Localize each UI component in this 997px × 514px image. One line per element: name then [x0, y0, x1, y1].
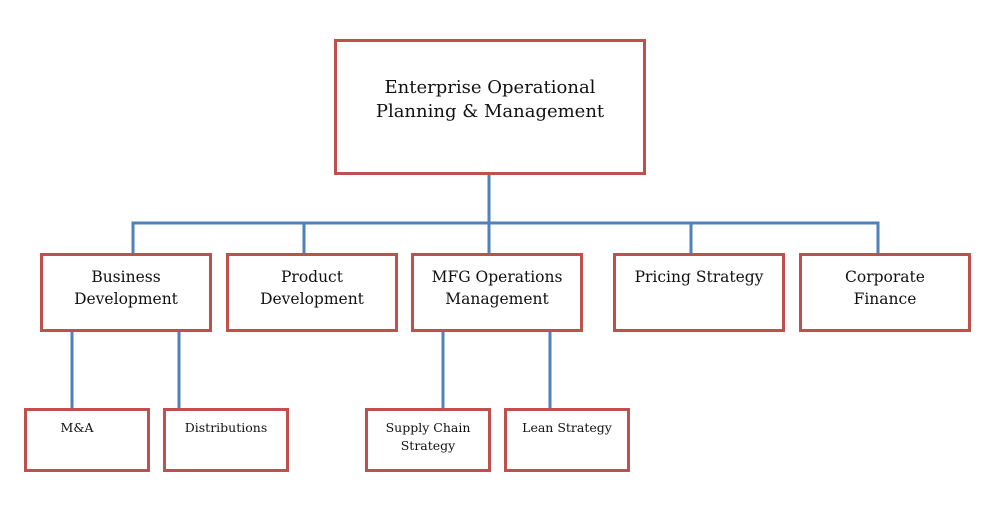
node-label: M&A	[60, 420, 94, 435]
node-lean-strategy: Lean Strategy	[504, 408, 630, 472]
node-corporate-finance: Corporate Finance	[799, 253, 971, 332]
node-label: Supply Chain Strategy	[385, 420, 471, 453]
node-label: Distributions	[184, 420, 268, 435]
node-label: Lean Strategy	[522, 420, 612, 435]
node-label: Enterprise Operational Planning & Manage…	[375, 77, 605, 122]
node-pricing-strategy: Pricing Strategy	[613, 253, 785, 332]
node-business-development: Business Development	[40, 253, 212, 332]
node-supply-chain-strategy: Supply Chain Strategy	[365, 408, 491, 472]
node-label: MFG Operations Management	[431, 268, 563, 308]
node-label: Pricing Strategy	[634, 268, 764, 286]
node-product-development: Product Development	[226, 253, 398, 332]
node-mfg-operations-management: MFG Operations Management	[411, 253, 583, 332]
node-label: Business Development	[74, 268, 178, 308]
node-label: Product Development	[260, 268, 364, 308]
node-enterprise-operational-planning: Enterprise Operational Planning & Manage…	[334, 39, 646, 175]
node-distributions: Distributions	[163, 408, 289, 472]
node-label: Corporate Finance	[845, 268, 925, 308]
node-ma: M&A	[24, 408, 150, 472]
